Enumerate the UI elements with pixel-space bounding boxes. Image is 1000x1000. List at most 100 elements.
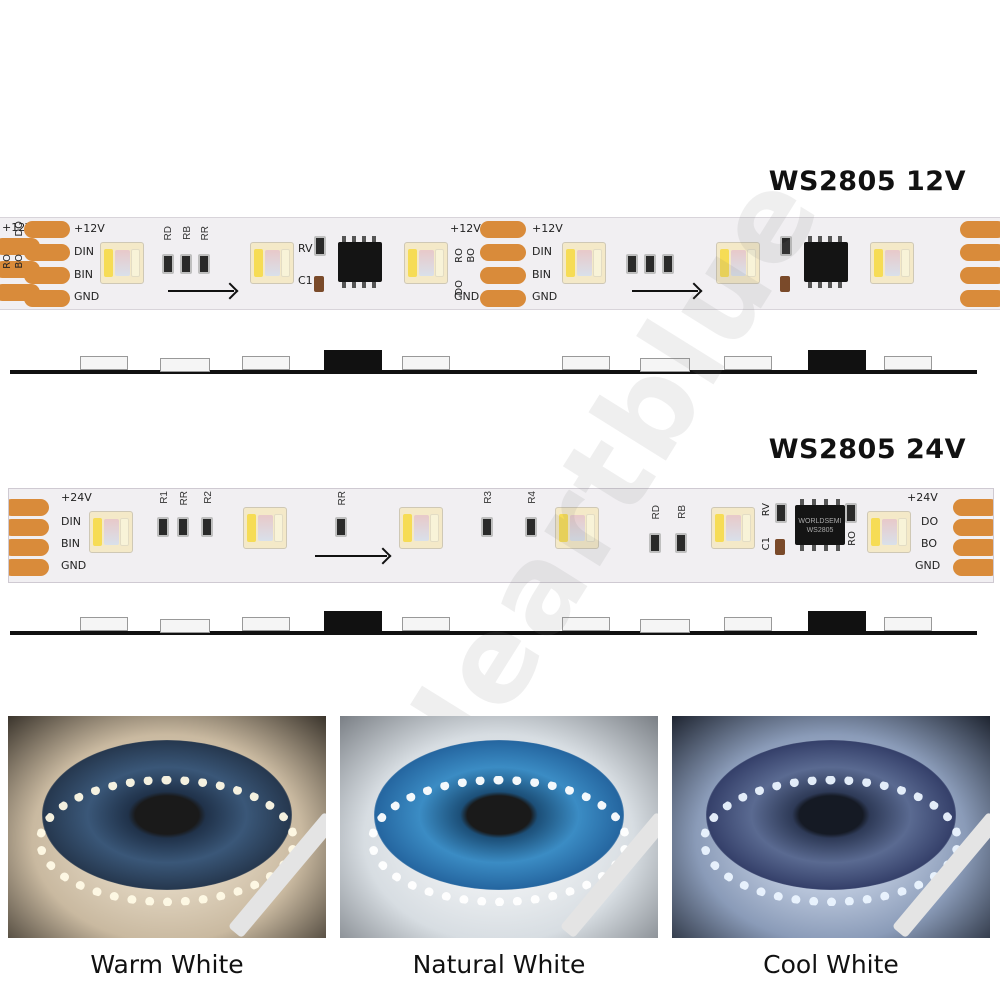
solder-pad xyxy=(24,267,70,284)
resistor-label: R2 xyxy=(203,491,214,504)
resistor-label: RD xyxy=(163,226,174,241)
resistor xyxy=(780,236,792,256)
capacitor xyxy=(775,539,785,555)
strip-side-profile-12v xyxy=(10,350,977,374)
solder-pad xyxy=(24,221,70,238)
resistor-label: RB xyxy=(677,505,688,519)
solder-pad xyxy=(953,519,993,536)
resistor-label: R4 xyxy=(527,491,538,504)
pin-label: DIN xyxy=(532,245,552,258)
resistor-label: R3 xyxy=(483,491,494,504)
resistor xyxy=(180,254,192,274)
pin-label: RO xyxy=(2,254,13,269)
data-direction-arrow xyxy=(315,555,387,557)
resistor xyxy=(845,503,857,523)
solder-pad xyxy=(953,559,993,576)
pin-label: BIN xyxy=(61,537,81,550)
solder-pad xyxy=(960,221,1000,238)
led-chip xyxy=(404,242,448,284)
caption-warm-white: Warm White xyxy=(90,950,244,979)
resistor xyxy=(314,236,326,256)
solder-pad xyxy=(960,244,1000,261)
resistor xyxy=(775,503,787,523)
resistor xyxy=(481,517,493,537)
resistor xyxy=(177,517,189,537)
resistor xyxy=(525,517,537,537)
pin-label: DO xyxy=(921,515,939,528)
part-label: C1 xyxy=(761,537,772,551)
solder-pad xyxy=(9,499,49,516)
photo-natural-white xyxy=(340,716,658,938)
pin-label: BIN xyxy=(74,268,94,281)
pin-label: BO xyxy=(466,248,477,263)
resistor xyxy=(644,254,656,274)
pin-label: DIN xyxy=(61,515,81,528)
solder-pad xyxy=(480,267,526,284)
resistor-label: RB xyxy=(182,226,193,240)
pin-label: GND xyxy=(532,290,558,303)
led-chip xyxy=(867,511,911,553)
pin-label: +12V xyxy=(74,222,105,235)
solder-pad xyxy=(960,267,1000,284)
title-ws2805-24v: WS2805 24V xyxy=(768,434,966,465)
pin-label: GND xyxy=(454,290,480,303)
ws2805-ic: WORLDSEMI WS2805 xyxy=(795,499,845,551)
pin-label: RO xyxy=(454,248,465,263)
resistor xyxy=(675,533,687,553)
solder-pad xyxy=(9,559,49,576)
pin-label: BO xyxy=(14,254,25,269)
title-ws2805-12v: WS2805 12V xyxy=(768,166,966,197)
resistor-label: RR xyxy=(200,226,211,241)
capacitor xyxy=(314,276,324,292)
pin-label: GND xyxy=(915,559,941,572)
ic-model-text: WS2805 xyxy=(806,527,834,534)
pin-label: BO xyxy=(921,537,938,550)
resistor-label: RR xyxy=(179,491,190,506)
solder-pad xyxy=(480,221,526,238)
led-chip xyxy=(89,511,133,553)
capacitor xyxy=(780,276,790,292)
ws2805-ic xyxy=(804,236,848,288)
pin-label: +12V xyxy=(450,222,481,235)
resistor xyxy=(157,517,169,537)
resistor xyxy=(335,517,347,537)
pin-label: +24V xyxy=(907,491,938,504)
photo-cool-white xyxy=(672,716,990,938)
strip-side-profile-24v xyxy=(10,611,977,635)
resistor xyxy=(649,533,661,553)
led-chip xyxy=(243,507,287,549)
led-chip xyxy=(562,242,606,284)
resistor xyxy=(626,254,638,274)
led-strip-12v: +12V RO BO DO +12V DIN BIN GND RD RB RR … xyxy=(0,217,1000,310)
pin-label: +24V xyxy=(61,491,92,504)
part-label: C1 xyxy=(298,274,313,287)
resistor-label: RR xyxy=(337,491,348,506)
solder-pad xyxy=(953,539,993,556)
part-label: RO xyxy=(847,531,858,546)
pin-label: DIN xyxy=(74,245,94,258)
solder-pad xyxy=(480,244,526,261)
resistor xyxy=(201,517,213,537)
pin-label: GND xyxy=(74,290,100,303)
led-chip xyxy=(250,242,294,284)
solder-pad xyxy=(9,539,49,556)
solder-pad xyxy=(24,290,70,307)
part-label: RV xyxy=(761,503,772,517)
solder-pad xyxy=(24,244,70,261)
led-chip xyxy=(711,507,755,549)
caption-natural-white: Natural White xyxy=(412,950,586,979)
resistor xyxy=(662,254,674,274)
ws2805-ic xyxy=(338,236,382,288)
solder-pad xyxy=(9,519,49,536)
pin-label: BIN xyxy=(532,268,552,281)
data-direction-arrow xyxy=(632,290,698,292)
led-chip xyxy=(399,507,443,549)
pin-label: +12V xyxy=(532,222,563,235)
photo-warm-white xyxy=(8,716,326,938)
led-chip xyxy=(716,242,760,284)
solder-pad xyxy=(480,290,526,307)
resistor-label: R1 xyxy=(159,491,170,504)
solder-pad xyxy=(953,499,993,516)
ic-brand-text: WORLDSEMI xyxy=(798,518,842,525)
resistor xyxy=(198,254,210,274)
